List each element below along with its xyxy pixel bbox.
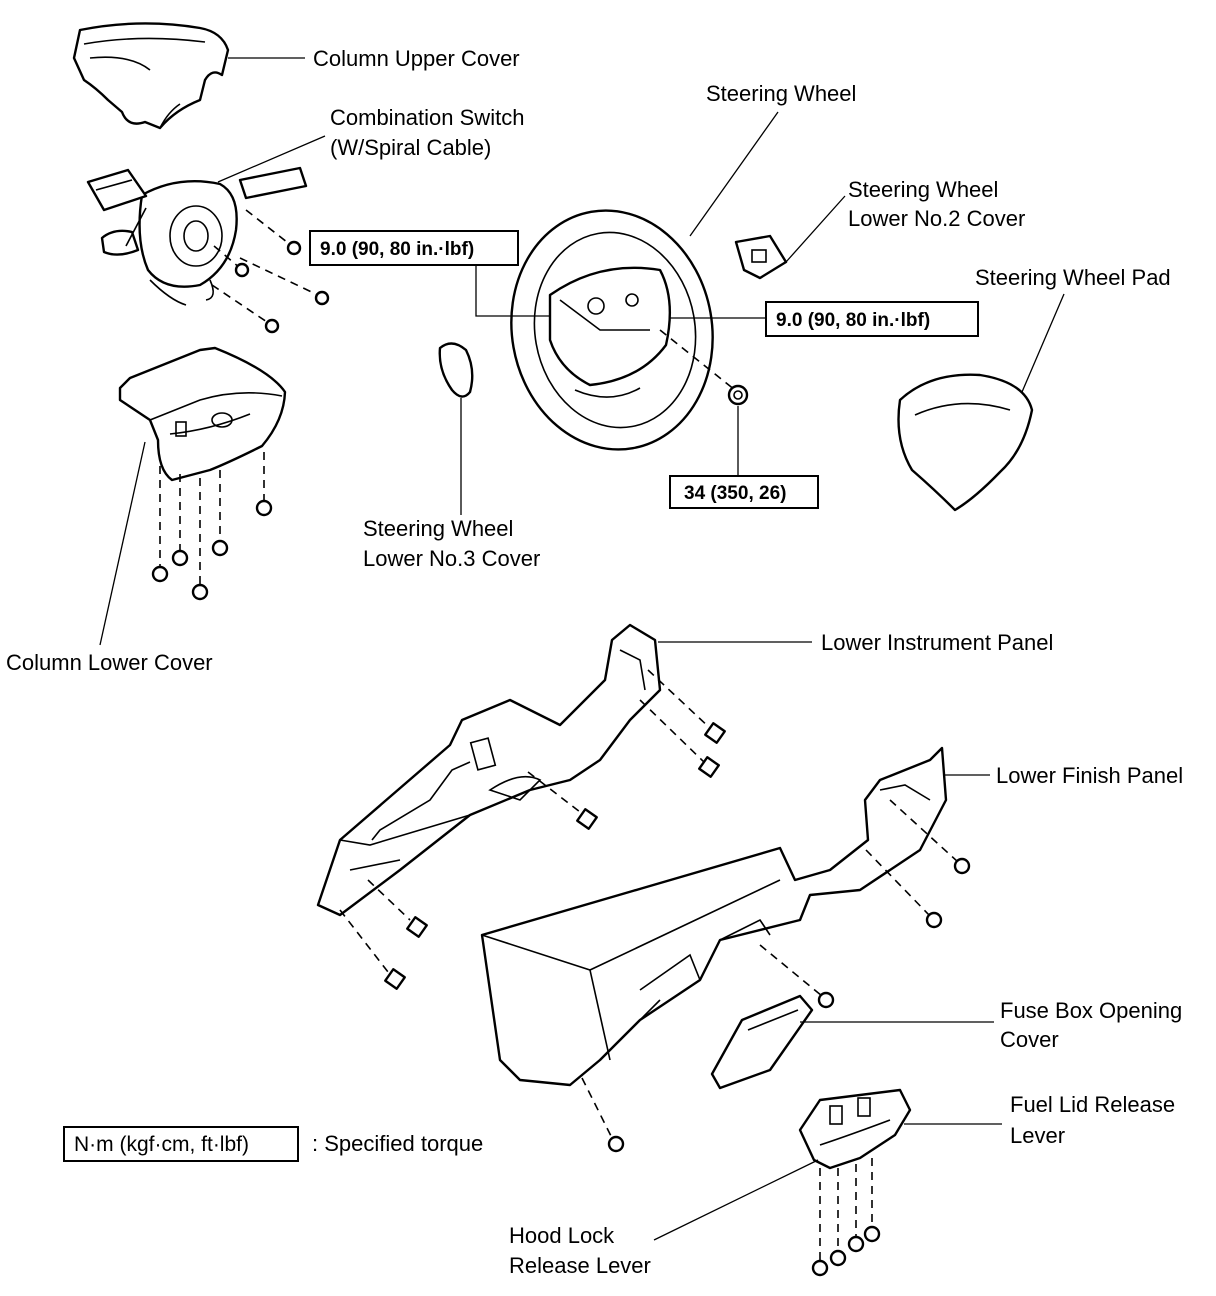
lower-no2-cover-part: [734, 234, 788, 280]
torque-right-bolt: 9.0 (90, 80 in.·lbf): [776, 310, 930, 331]
column-upper-cover-part: [72, 22, 230, 130]
lever-screws: [811, 1225, 881, 1277]
label-column-lower-cover: Column Lower Cover: [6, 650, 213, 675]
label-hood-lock-lever-line1: Hood Lock: [509, 1223, 615, 1248]
steering-wheel-pad-part: [897, 373, 1034, 512]
label-combination-switch-sub: (W/Spiral Cable): [330, 135, 491, 160]
label-fuel-lid-lever-line2: Lever: [1010, 1123, 1065, 1148]
column-lower-cover-part: [118, 346, 287, 482]
label-hood-lock-lever-line2: Release Lever: [509, 1253, 651, 1278]
torque-nut: 34 (350, 26): [684, 483, 786, 504]
torque-box-left: [309, 230, 519, 266]
label-fuse-box-cover-line1: Fuse Box Opening: [1000, 998, 1182, 1023]
label-fuse-box-cover-line2: Cover: [1000, 1027, 1059, 1052]
legend-unit: N·m (kgf·cm, ft·lbf): [74, 1133, 249, 1156]
label-lower-no3-cover-line1: Steering Wheel: [363, 516, 513, 541]
combination-switch-part: [86, 166, 308, 306]
lower-no3-cover-part: [438, 342, 474, 398]
label-fuel-lid-lever-line1: Fuel Lid Release: [1010, 1092, 1175, 1117]
torque-box-right: [765, 301, 979, 337]
label-lower-no2-cover-line1: Steering Wheel: [848, 177, 998, 202]
label-column-upper-cover: Column Upper Cover: [313, 46, 520, 71]
torque-left-bolt: 9.0 (90, 80 in.·lbf): [320, 239, 474, 260]
instrument-panel-bolts: [384, 722, 726, 990]
lower-instrument-panel-part: [316, 623, 662, 917]
label-lower-finish-panel: Lower Finish Panel: [996, 763, 1183, 788]
lower-cover-screws: [151, 499, 273, 601]
switch-screws: [234, 240, 330, 334]
label-combination-switch: Combination Switch: [330, 105, 524, 130]
legend-torque-box: [63, 1126, 299, 1162]
label-steering-wheel: Steering Wheel: [706, 81, 856, 106]
finish-panel-screws: [607, 857, 971, 1153]
label-steering-wheel-pad: Steering Wheel Pad: [975, 265, 1171, 290]
fuse-box-opening-cover-part: [710, 994, 814, 1090]
lower-finish-panel-part: [480, 746, 948, 1087]
legend-description: : Specified torque: [312, 1131, 483, 1156]
torque-box-nut: [669, 475, 819, 509]
steering-wheel-part: [510, 209, 714, 451]
label-lower-no2-cover-line2: Lower No.2 Cover: [848, 206, 1025, 231]
label-lower-instrument-panel: Lower Instrument Panel: [821, 630, 1053, 655]
steering-wheel-nut: [727, 384, 749, 406]
label-lower-no3-cover-line2: Lower No.3 Cover: [363, 546, 540, 571]
release-lever-assembly-part: [798, 1088, 912, 1170]
